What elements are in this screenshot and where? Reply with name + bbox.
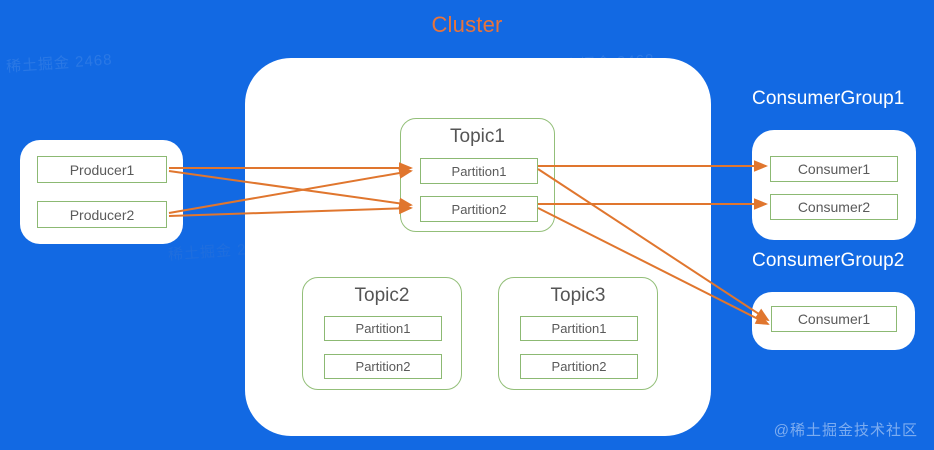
consumer-group-1-panel [752, 130, 916, 240]
background-watermark: 稀土掘金 2468 [5, 51, 114, 76]
page-title: Cluster [431, 12, 503, 37]
topic2-partition-2[interactable]: Partition2 [324, 354, 442, 379]
topic3-partition-2[interactable]: Partition2 [520, 354, 638, 379]
cg1-consumer-box-2[interactable]: Consumer2 [770, 194, 898, 220]
cg1-consumer-box-1[interactable]: Consumer1 [770, 156, 898, 182]
consumer-group-2-title: ConsumerGroup2 [752, 250, 905, 271]
topic-group-1[interactable]: Topic1 Partition1 Partition2 [400, 118, 555, 232]
corner-watermark: @稀土掘金技术社区 [773, 422, 918, 439]
topic3-partition-1[interactable]: Partition1 [520, 316, 638, 341]
consumer-group-1-title: ConsumerGroup1 [752, 88, 905, 109]
topic2-partition-1[interactable]: Partition1 [324, 316, 442, 341]
topic-label-1: Topic1 [450, 126, 505, 147]
topic-group-2[interactable]: Topic2 Partition1 Partition2 [302, 277, 462, 390]
topic-label-3: Topic3 [550, 285, 606, 306]
topic-label-2: Topic2 [354, 285, 410, 306]
topic1-partition-1[interactable]: Partition1 [420, 158, 538, 184]
topic-group-3[interactable]: Topic3 Partition1 Partition2 [498, 277, 658, 390]
topic1-partition-2[interactable]: Partition2 [420, 196, 538, 222]
cg2-consumer-box-1[interactable]: Consumer1 [771, 306, 897, 332]
producer-box-1[interactable]: Producer1 [37, 156, 167, 183]
producer-box-2[interactable]: Producer2 [37, 201, 167, 228]
